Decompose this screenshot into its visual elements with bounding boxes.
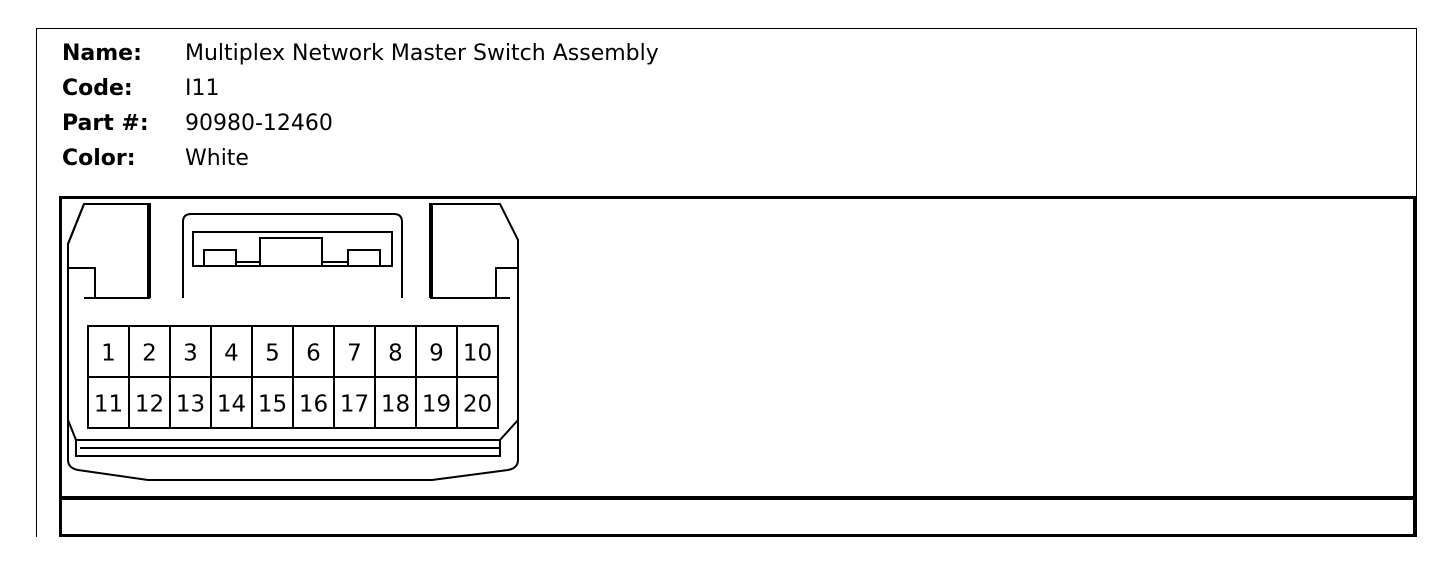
connector-info: Name: Multiplex Network Master Switch As… [62, 36, 659, 176]
pin-label: 18 [381, 392, 410, 418]
diagram-divider [59, 496, 1416, 500]
pin-label: 12 [135, 392, 164, 418]
pin-label: 8 [388, 341, 403, 367]
diagram-frame [59, 196, 1416, 537]
pin-label: 2 [142, 341, 157, 367]
pin-label: 16 [299, 392, 328, 418]
pin-label: 6 [306, 341, 321, 367]
color-label: Color: [62, 146, 136, 171]
pin-label: 17 [340, 392, 369, 418]
pin-cell [456, 376, 499, 429]
code-value: I11 [185, 76, 220, 101]
pin-label: 10 [463, 341, 492, 367]
pin-label: 7 [347, 341, 362, 367]
part-value: 90980-12460 [185, 111, 333, 136]
pin-label: 1 [101, 341, 116, 367]
pin-label: 11 [94, 392, 123, 418]
part-label: Part #: [62, 111, 149, 136]
code-row: Code: I11 [62, 71, 659, 106]
color-row: Color: White [62, 141, 659, 176]
pin-label: 5 [265, 341, 280, 367]
pin-label: 4 [224, 341, 239, 367]
name-value: Multiplex Network Master Switch Assembly [185, 41, 659, 66]
connector-info-panel [36, 28, 1417, 537]
part-row: Part #: 90980-12460 [62, 106, 659, 141]
code-label: Code: [62, 76, 133, 101]
name-row: Name: Multiplex Network Master Switch As… [62, 36, 659, 71]
color-value: White [185, 146, 249, 171]
pin-label: 19 [422, 392, 451, 418]
name-label: Name: [62, 41, 142, 66]
pin-label: 14 [217, 392, 246, 418]
pin-label: 3 [183, 341, 198, 367]
pin-label: 13 [176, 392, 205, 418]
pin-label: 20 [463, 392, 492, 418]
pin-label: 15 [258, 392, 287, 418]
pin-label: 9 [429, 341, 444, 367]
connector-housing [67, 203, 519, 481]
